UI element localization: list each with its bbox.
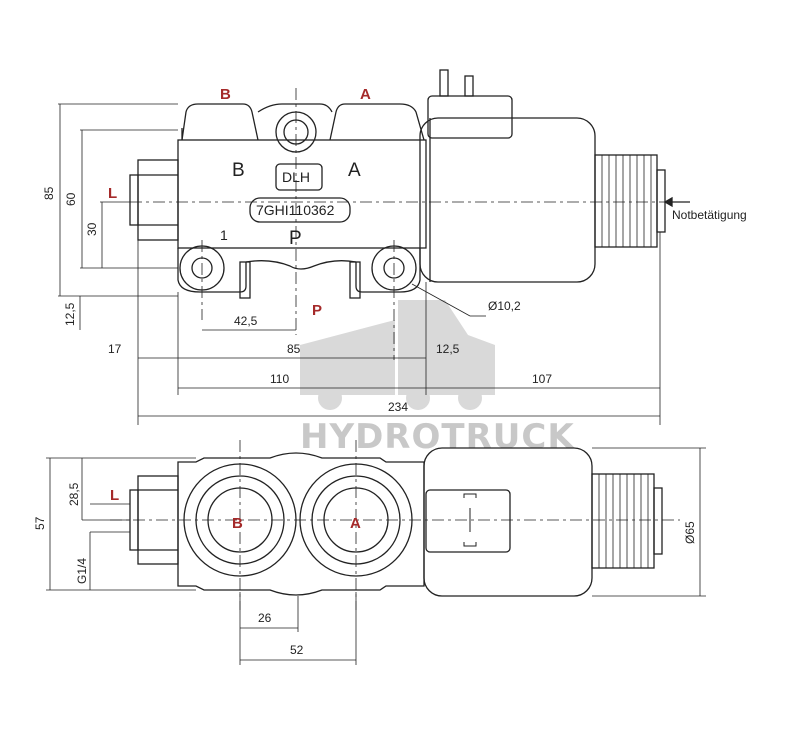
port-label-l: L (108, 185, 117, 202)
dim-width-110: 110 (270, 372, 289, 386)
dim-height-85: 85 (42, 186, 56, 200)
body-number-1: 1 (220, 227, 228, 243)
watermark-brand: HYDROTRUCK (300, 417, 575, 457)
hole-diameter-label: Ø10,2 (488, 299, 521, 313)
port-label-p: P (312, 302, 322, 319)
port-label-b: B (220, 86, 231, 103)
port-label-a: A (360, 86, 371, 103)
dim-width-17: 17 (108, 342, 122, 356)
manual-override-label: Notbetätigung (672, 208, 747, 222)
side-view-labels: B A L 57 28,5 G1/4 26 52 Ø65 (33, 482, 697, 657)
dim-width-42-5: 42,5 (234, 314, 258, 328)
dim-width-85: 85 (287, 342, 301, 356)
top-view-dimension-lines (58, 103, 661, 425)
side-port-label-a: A (350, 515, 361, 532)
hydrotruck-watermark: HYDROTRUCK (300, 300, 575, 457)
top-view (129, 69, 690, 360)
dim-width-234: 234 (388, 400, 408, 414)
truck-logo-icon (300, 300, 495, 410)
body-letter-b: B (232, 160, 245, 181)
side-port-label-l: L (110, 487, 119, 504)
body-letter-a: A (348, 160, 361, 181)
body-letter-p: P (289, 228, 302, 249)
dim-height-12-5: 12,5 (63, 302, 77, 326)
dim-height-30: 30 (85, 222, 99, 236)
code-plate-text: 7GHI110362 (256, 202, 335, 218)
dim-width-26: 26 (258, 611, 272, 625)
model-plate-text: DLH (282, 169, 310, 185)
side-view-dimension-lines (46, 447, 706, 665)
dim-width-107: 107 (532, 372, 552, 386)
dim-width-52: 52 (290, 643, 304, 657)
dim-height-60: 60 (64, 192, 78, 206)
dim-height-57: 57 (33, 516, 47, 530)
dim-width-12-5: 12,5 (436, 342, 460, 356)
side-view (110, 440, 680, 610)
top-view-labels: B A L P B A P 1 DLH 7GHI110362 Notbetäti… (42, 86, 747, 414)
dim-height-28-5: 28,5 (67, 482, 81, 506)
side-port-label-b: B (232, 515, 243, 532)
dim-diameter-65: Ø65 (683, 521, 697, 544)
dim-thread-g1-4: G1/4 (75, 558, 89, 584)
